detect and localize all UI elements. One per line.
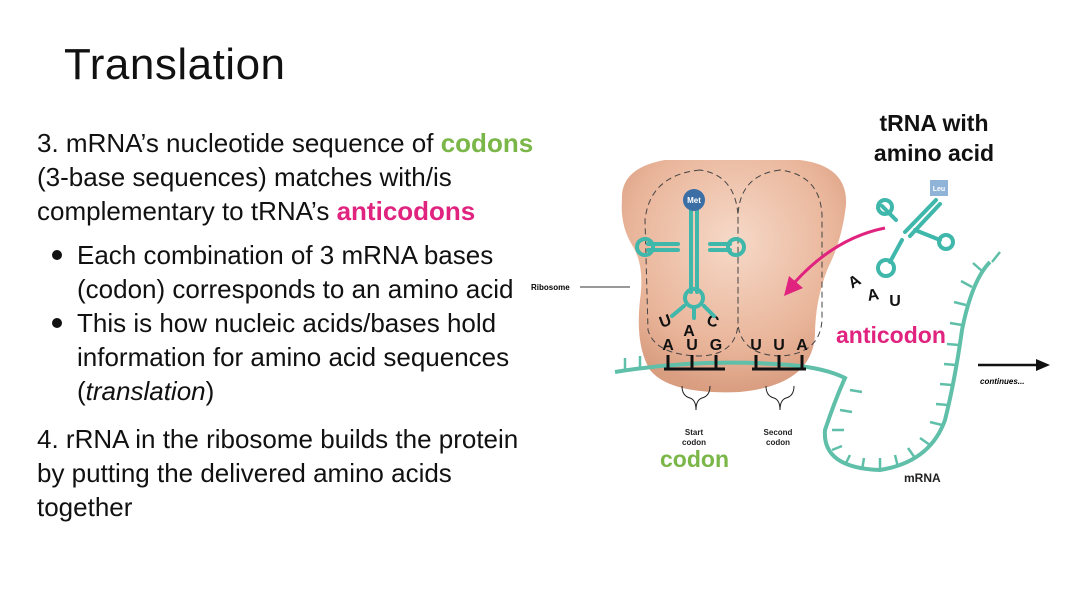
- point-3-prefix: 3. mRNA’s nucleotide sequence of: [37, 128, 441, 158]
- delivery-arrow: [793, 226, 886, 284]
- codons-term: codons: [440, 128, 534, 158]
- ribosome-shape: [621, 160, 847, 393]
- point-4: 4. rRNA in the ribosome builds the prote…: [37, 424, 519, 522]
- delivery-arrow-head-icon: [784, 276, 803, 296]
- leu-label: Leu: [933, 186, 945, 193]
- mrna-strand: [614, 260, 992, 473]
- bullet-list: Each combination of 3 mRNA bases (codon)…: [37, 238, 547, 408]
- p-site-outline: [644, 169, 739, 357]
- start-codon-bracket: [681, 385, 711, 411]
- translation-diagram: Ribosome A U: [531, 160, 1050, 485]
- trna-label: tRNA with amino acid: [873, 110, 995, 166]
- codon-base: A: [796, 337, 808, 354]
- codon-bars: [664, 355, 806, 371]
- second-codon-label: codon: [766, 438, 790, 447]
- bullet-text: This is how nucleic acids/bases hold inf…: [77, 308, 510, 406]
- mrna-ticks: [623, 251, 1001, 471]
- leu-amino-acid: [930, 180, 948, 196]
- second-codon-label: Second: [764, 428, 793, 437]
- mrna-label: mRNA: [904, 471, 941, 485]
- ribosome-label: Ribosome: [531, 283, 570, 292]
- start-codon-label: codon: [682, 438, 706, 447]
- second-codon-bracket: [765, 385, 795, 411]
- met-amino-acid: [683, 189, 705, 211]
- free-anticodon-base: A: [845, 272, 864, 293]
- trna-leu: [876, 198, 955, 278]
- translation-term: translation: [85, 376, 206, 406]
- codon-label: codon: [660, 446, 729, 472]
- point-3: 3. mRNA’s nucleotide sequence of codons …: [37, 126, 547, 228]
- anticodons-term: anticodons: [336, 196, 476, 226]
- codon-base: A: [662, 337, 674, 354]
- bullet-text: Each combination of 3 mRNA bases (codon)…: [77, 240, 514, 304]
- codon-base: U: [750, 337, 762, 354]
- start-codon-label: Start: [685, 428, 704, 437]
- continues-label: continues...: [980, 377, 1024, 386]
- free-anticodon-base: A: [866, 286, 881, 305]
- anticodon-base: A: [683, 323, 695, 340]
- codon-base: U: [773, 337, 785, 354]
- bullet-item: This is how nucleic acids/bases hold inf…: [37, 306, 547, 408]
- bullet-item: Each combination of 3 mRNA bases (codon)…: [37, 238, 547, 306]
- trna-met: [635, 208, 746, 320]
- point-3-middle: (3-base sequences) matches with/is compl…: [37, 162, 452, 226]
- bullet-dot-icon: [52, 250, 62, 260]
- free-anticodon-base: U: [889, 293, 901, 310]
- anticodon-base: U: [657, 312, 674, 332]
- anticodon-label: anticodon: [836, 322, 946, 348]
- slide-body: 3. mRNA’s nucleotide sequence of codons …: [37, 126, 547, 524]
- continues-arrow-head-icon: [1036, 359, 1050, 371]
- bullet-dot-icon: [52, 318, 62, 328]
- bullet-text-end: ): [205, 376, 215, 406]
- codon-base: G: [710, 337, 722, 354]
- codon-base: U: [686, 337, 698, 354]
- slide-title: Translation: [64, 40, 286, 89]
- met-label: Met: [687, 196, 701, 205]
